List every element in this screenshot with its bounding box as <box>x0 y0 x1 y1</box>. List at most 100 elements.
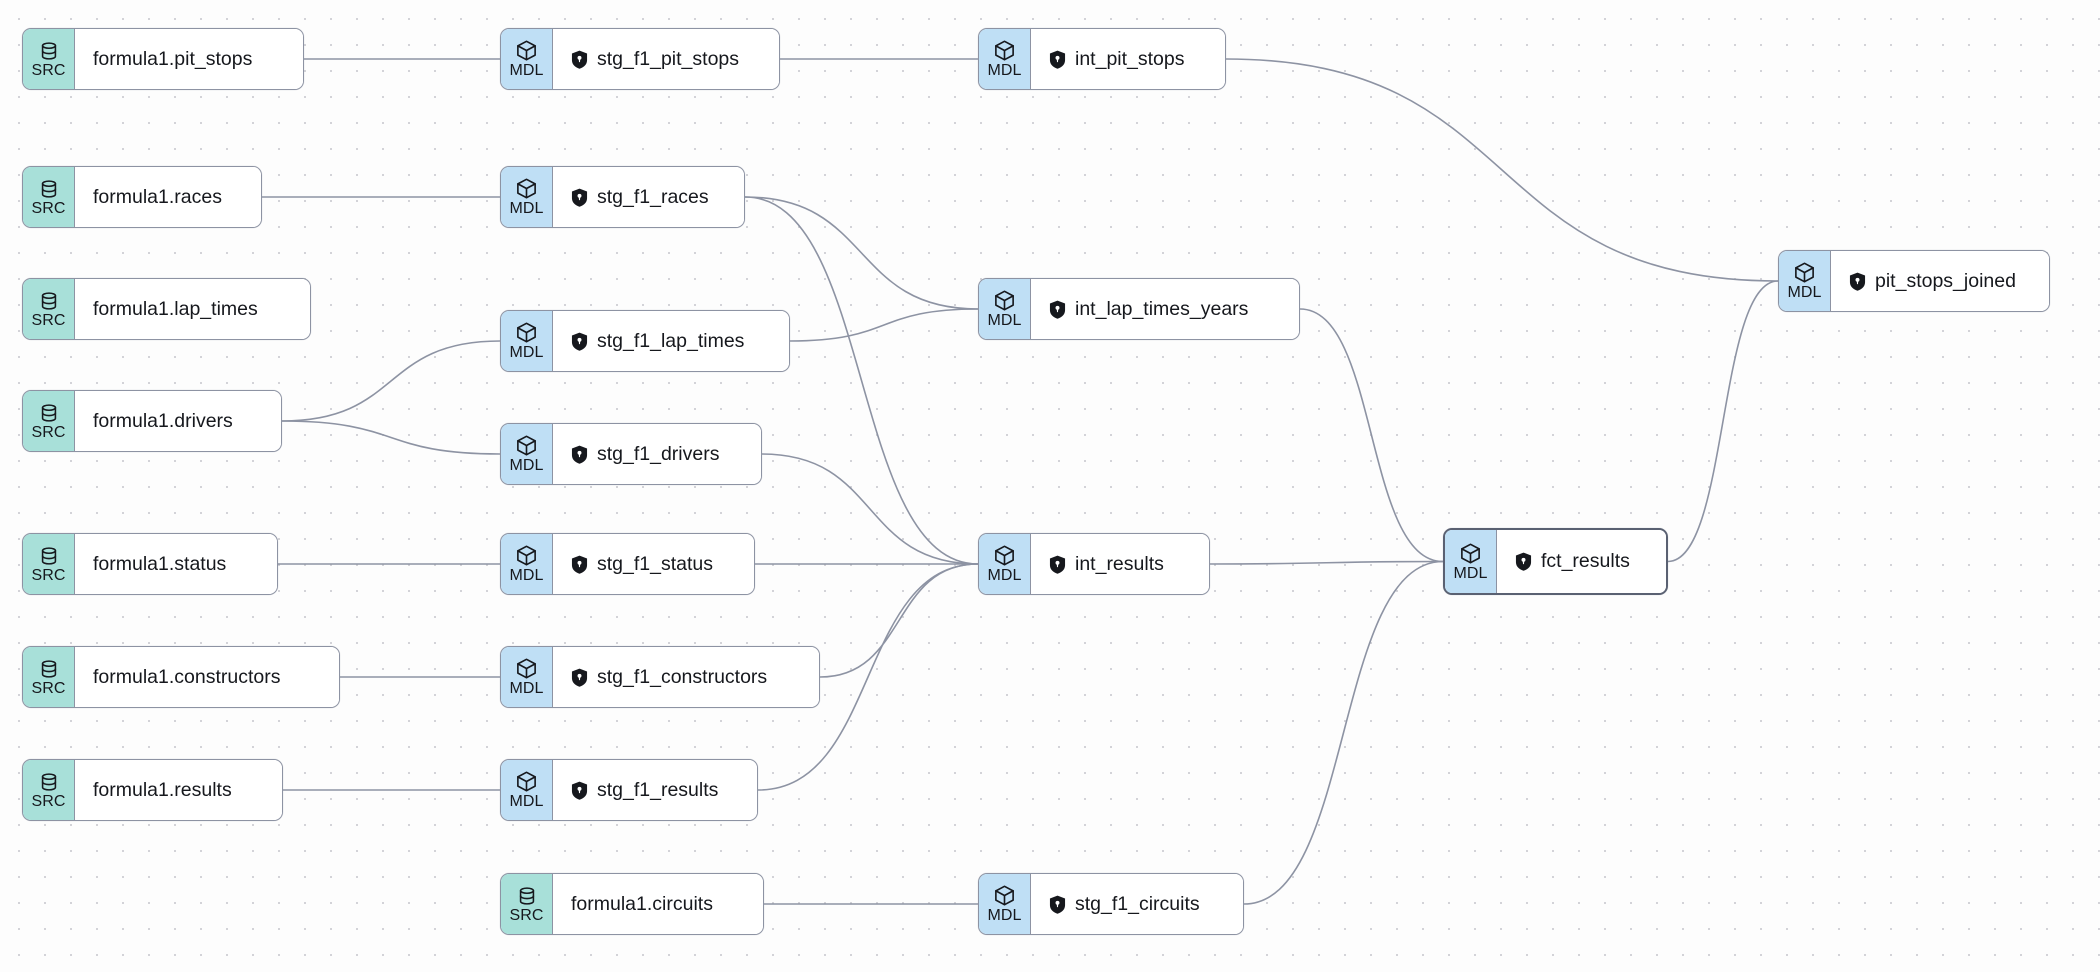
node-type-badge: MDL <box>501 311 553 371</box>
shield-lock-icon <box>571 555 588 574</box>
node-body: stg_f1_races <box>553 167 744 227</box>
lineage-node-src_drivers[interactable]: SRC formula1.drivers <box>22 390 282 452</box>
node-label: formula1.circuits <box>571 892 713 915</box>
node-type-label: MDL <box>987 62 1022 79</box>
node-label: int_pit_stops <box>1075 47 1185 70</box>
node-type-label: SRC <box>31 423 66 441</box>
node-type-badge: SRC <box>23 167 75 227</box>
node-type-label: MDL <box>509 680 544 697</box>
node-body: fct_results <box>1497 530 1666 593</box>
node-type-badge: MDL <box>979 534 1031 594</box>
database-icon <box>38 658 60 680</box>
database-icon <box>38 402 60 424</box>
node-type-label: MDL <box>509 567 544 584</box>
node-type-badge: MDL <box>501 760 553 820</box>
node-body: stg_f1_lap_times <box>553 311 789 371</box>
node-body: formula1.drivers <box>75 391 281 451</box>
cube-icon <box>515 544 538 567</box>
database-icon <box>38 290 60 312</box>
shield-lock-icon <box>571 668 588 687</box>
node-type-badge: MDL <box>501 167 553 227</box>
lineage-node-src_circuits[interactable]: SRC formula1.circuits <box>500 873 764 935</box>
node-type-badge: MDL <box>501 424 553 484</box>
lineage-edge <box>744 196 979 565</box>
cube-icon <box>515 39 538 62</box>
shield-lock-icon <box>571 781 588 800</box>
lineage-node-src_lap_times[interactable]: SRC formula1.lap_times <box>22 278 311 340</box>
node-type-label: MDL <box>509 344 544 361</box>
node-label: stg_f1_races <box>597 185 709 208</box>
node-type-badge: SRC <box>23 647 75 707</box>
lineage-edge <box>819 563 979 678</box>
node-type-label: SRC <box>31 679 66 697</box>
node-type-label: SRC <box>31 199 66 217</box>
shield-lock-icon <box>571 445 588 464</box>
lineage-node-src_results[interactable]: SRC formula1.results <box>22 759 283 821</box>
lineage-node-stg_races[interactable]: MDL stg_f1_races <box>500 166 745 228</box>
node-type-badge: MDL <box>979 29 1031 89</box>
node-body: int_pit_stops <box>1031 29 1225 89</box>
node-type-label: SRC <box>31 61 66 79</box>
lineage-node-int_pit_stops[interactable]: MDL int_pit_stops <box>978 28 1226 90</box>
node-body: formula1.constructors <box>75 647 339 707</box>
node-body: formula1.circuits <box>553 874 763 934</box>
shield-lock-icon <box>1049 50 1066 69</box>
node-label: formula1.results <box>93 778 232 801</box>
node-label: formula1.drivers <box>93 409 233 432</box>
node-type-label: MDL <box>1787 284 1822 301</box>
node-label: formula1.constructors <box>93 665 281 688</box>
lineage-node-src_constructors[interactable]: SRC formula1.constructors <box>22 646 340 708</box>
database-icon <box>38 771 60 793</box>
node-type-label: SRC <box>509 906 544 924</box>
node-type-badge: SRC <box>501 874 553 934</box>
node-body: formula1.pit_stops <box>75 29 303 89</box>
node-label: stg_f1_pit_stops <box>597 47 740 70</box>
node-label: formula1.pit_stops <box>93 47 253 70</box>
lineage-node-src_pit_stops[interactable]: SRC formula1.pit_stops <box>22 28 304 90</box>
node-body: stg_f1_drivers <box>553 424 761 484</box>
cube-icon <box>993 544 1016 567</box>
lineage-node-stg_lap_times[interactable]: MDL stg_f1_lap_times <box>500 310 790 372</box>
cube-icon <box>1793 261 1816 284</box>
shield-lock-icon <box>1049 895 1066 914</box>
cube-icon <box>993 289 1016 312</box>
cube-icon <box>515 770 538 793</box>
lineage-node-stg_constructors[interactable]: MDL stg_f1_constructors <box>500 646 820 708</box>
lineage-node-int_lap_times_years[interactable]: MDL int_lap_times_years <box>978 278 1300 340</box>
shield-lock-icon <box>1849 272 1866 291</box>
lineage-edge <box>744 196 979 310</box>
node-type-label: MDL <box>987 312 1022 329</box>
lineage-edge <box>1225 58 1779 282</box>
lineage-node-stg_drivers[interactable]: MDL stg_f1_drivers <box>500 423 762 485</box>
node-label: formula1.lap_times <box>93 297 258 320</box>
lineage-edge <box>761 453 979 565</box>
lineage-node-stg_status[interactable]: MDL stg_f1_status <box>500 533 755 595</box>
cube-icon <box>993 884 1016 907</box>
node-label: int_lap_times_years <box>1075 297 1249 320</box>
lineage-node-stg_pit_stops[interactable]: MDL stg_f1_pit_stops <box>500 28 780 90</box>
cube-icon <box>1459 542 1482 565</box>
node-type-label: MDL <box>509 62 544 79</box>
lineage-edge <box>1209 560 1444 565</box>
node-label: stg_f1_constructors <box>597 665 768 688</box>
node-body: stg_f1_status <box>553 534 754 594</box>
node-type-label: MDL <box>509 200 544 217</box>
node-type-label: SRC <box>31 311 66 329</box>
shield-lock-icon <box>1515 552 1532 571</box>
cube-icon <box>515 177 538 200</box>
node-body: formula1.results <box>75 760 282 820</box>
lineage-edge <box>1243 560 1444 905</box>
node-type-label: SRC <box>31 792 66 810</box>
node-label: formula1.status <box>93 552 227 575</box>
node-label: stg_f1_drivers <box>597 442 720 465</box>
database-icon <box>516 885 538 907</box>
cube-icon <box>993 39 1016 62</box>
